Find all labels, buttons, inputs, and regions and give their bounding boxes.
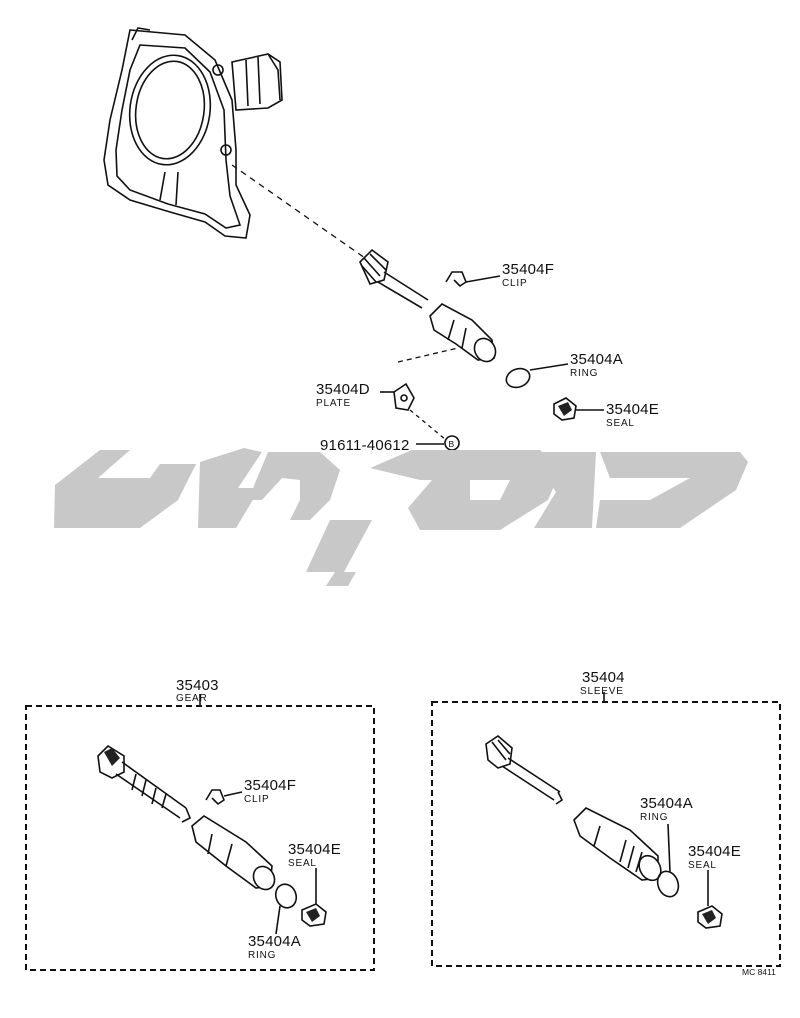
gear-kit-gear-illustration (97, 744, 276, 891)
gear-kit-part-no: 35403 (176, 677, 219, 694)
gear-kit-ring (274, 883, 298, 935)
callout-seal-part-no: 35404E (606, 401, 659, 418)
driven-gear-assembly (359, 248, 497, 363)
gear-kit-seal (301, 868, 327, 927)
callout-clip-name: CLIP (502, 278, 527, 289)
callout-seal-name: SEAL (606, 418, 635, 429)
plate-35404d (380, 382, 415, 411)
watermark-logo (54, 448, 748, 586)
sleeve-kit-ring (656, 823, 680, 898)
sleeve-kit-gear-illustration (485, 734, 564, 805)
callout-ring-part-no: 35404A (570, 351, 623, 368)
sleeve-kit-box (431, 692, 781, 967)
gear-kit-name: GEAR (176, 693, 208, 704)
callout-plate-name: PLATE (316, 398, 351, 409)
ring-35404a (505, 363, 569, 389)
sleeve-kit-ring-part-no: 35404A (640, 795, 693, 812)
sleeve-kit-ring-name: RING (640, 812, 668, 823)
bolt-guide-line (409, 409, 447, 441)
seal-35404e (553, 397, 604, 421)
gear-kit-ring-part-no: 35404A (248, 933, 301, 950)
gear-kit-seal-name: SEAL (288, 858, 317, 869)
clip-35404f (445, 271, 501, 288)
sleeve-kit-seal (697, 870, 723, 929)
sleeve-kit-name: SLEEVE (580, 686, 624, 697)
gear-kit-seal-part-no: 35404E (288, 841, 341, 858)
sleeve-kit-part-no: 35404 (582, 669, 625, 686)
gear-kit-clip (205, 789, 243, 806)
gear-kit-clip-part-no: 35404F (244, 777, 296, 794)
callout-ring-name: RING (570, 368, 598, 379)
callout-clip-part-no: 35404F (502, 261, 554, 278)
sleeve-kit-seal-part-no: 35404E (688, 843, 741, 860)
gear-kit-box (25, 694, 375, 971)
extension-housing-illustration (103, 27, 283, 239)
callout-plate-part-no: 35404D (316, 381, 370, 398)
gear-kit-ring-name: RING (248, 950, 276, 961)
sleeve-guide-line (397, 347, 459, 363)
diagram-code: MC 8411 (742, 967, 776, 977)
callout-bolt-badge: B (449, 439, 455, 449)
callout-bolt-part-no: 91611-40612 (320, 437, 410, 454)
assembly-guide-line (231, 164, 366, 259)
sleeve-kit-seal-name: SEAL (688, 860, 717, 871)
gear-kit-clip-name: CLIP (244, 794, 269, 805)
